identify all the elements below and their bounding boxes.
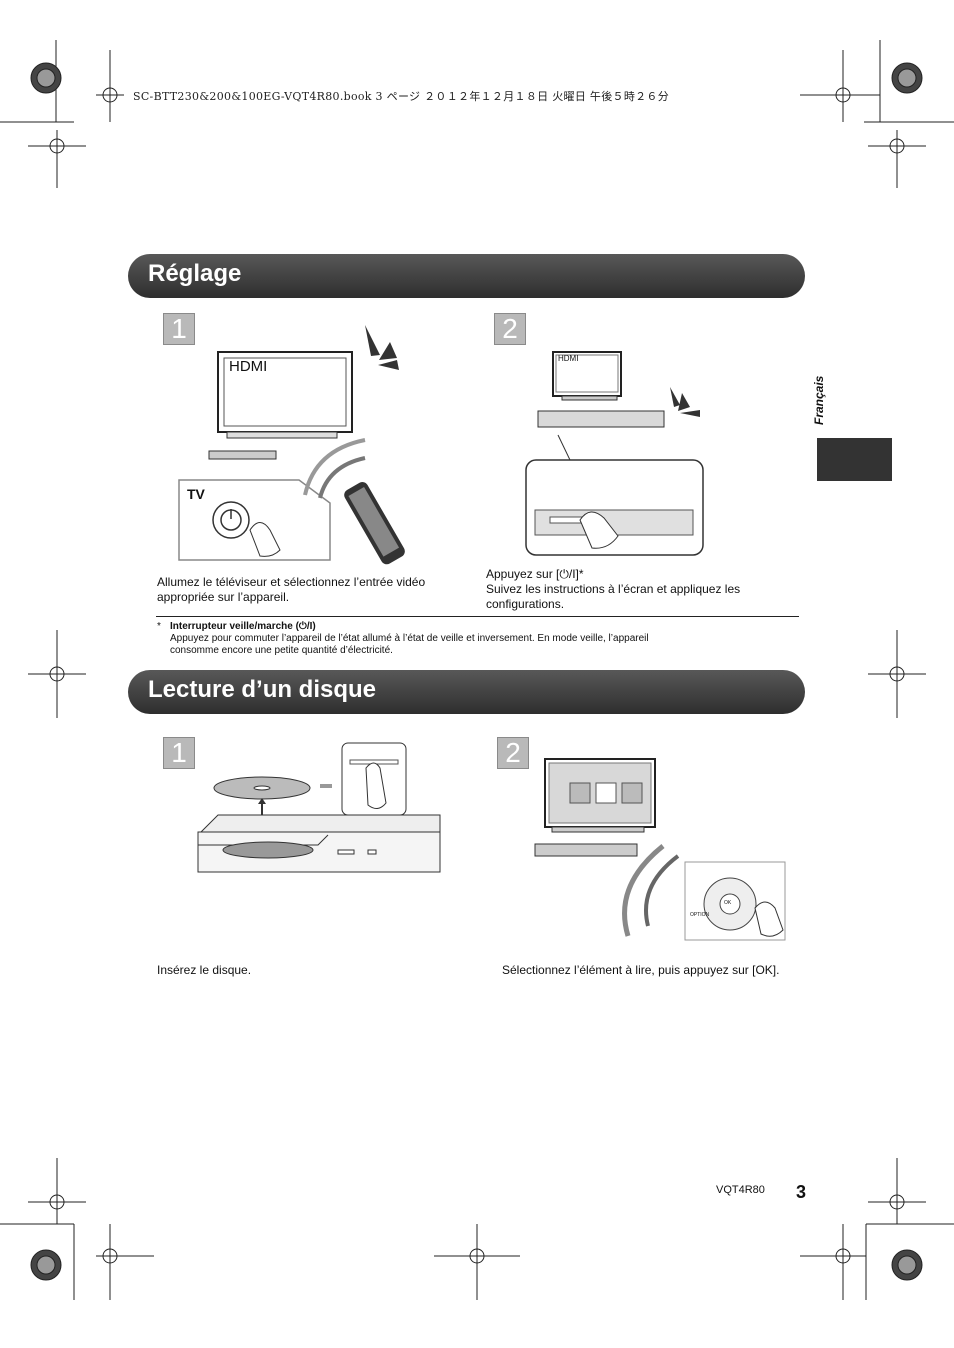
- menu-select-illustration: [534, 758, 786, 941]
- remote-option-label: OPTION: [690, 912, 710, 918]
- step-caption: Sélectionnez l’élément à lire, puis appu…: [502, 963, 780, 977]
- footnote: Interrupteur veille/marche (⏻/I) Appuyez…: [170, 621, 649, 656]
- section-title: Réglage: [148, 260, 242, 287]
- step-number: 1: [163, 313, 195, 345]
- section-title-band: Lecture d’un disque: [128, 670, 805, 714]
- footnote-marker: *: [157, 621, 161, 632]
- step-caption: Appuyez sur [⏻/I]* Suivez les instructio…: [486, 567, 741, 611]
- tv-power-illustration: [178, 325, 405, 565]
- tv-input-label: HDMI: [229, 358, 268, 375]
- tv-button-label: TV: [187, 486, 205, 502]
- remote-ok-label: OK: [724, 900, 732, 906]
- divider: [156, 616, 799, 617]
- step-number: 2: [497, 737, 529, 769]
- step-number: 1: [163, 737, 195, 769]
- book-header-line: SC-BTT230&200&100EG-VQT4R80.book 3 ページ ２…: [133, 90, 670, 103]
- tv-input-label: HDMI: [558, 354, 579, 363]
- doc-code: VQT4R80: [716, 1184, 765, 1196]
- section-title-band: Réglage: [128, 254, 805, 298]
- step-caption: Allumez le téléviseur et sélectionnez l’…: [157, 575, 426, 604]
- disc-insert-illustration: [197, 742, 441, 873]
- step-number: 2: [494, 313, 526, 345]
- language-label: Français: [812, 375, 826, 425]
- page-number: 3: [796, 1182, 807, 1202]
- step-caption: Insérez le disque.: [157, 963, 252, 977]
- section-title: Lecture d’un disque: [148, 676, 377, 703]
- player-power-illustration: [525, 351, 704, 556]
- language-tab-block: [817, 438, 892, 481]
